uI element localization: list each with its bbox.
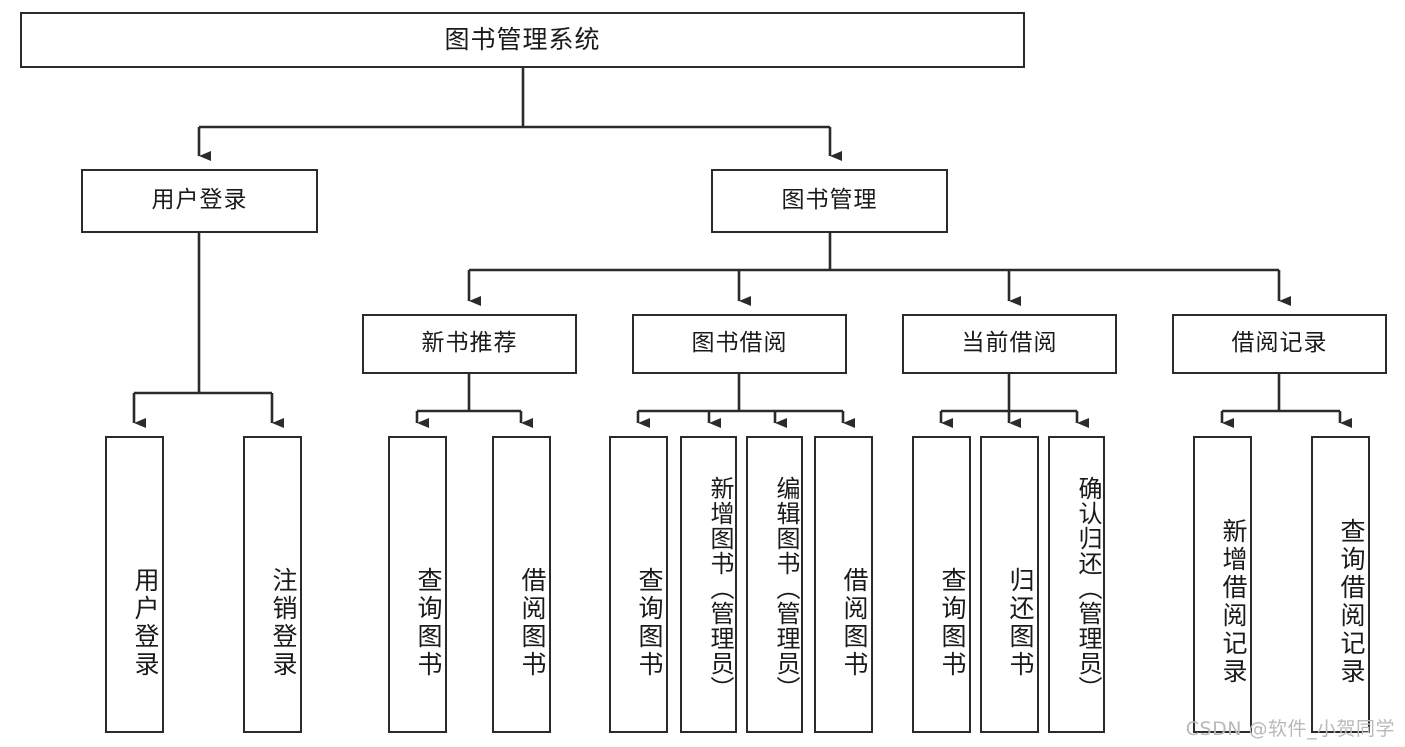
node-book-management[interactable]: 图书管理 bbox=[711, 169, 948, 233]
leaf-user-login-login[interactable]: 用户登录 bbox=[105, 436, 164, 733]
node-current-borrow[interactable]: 当前借阅 bbox=[902, 314, 1117, 374]
leaf-book-borrow-edit-book-admin[interactable]: 编辑图书（管理员） bbox=[746, 436, 803, 733]
leaf-book-borrow-query-book[interactable]: 查询图书 bbox=[609, 436, 668, 733]
watermark-text: CSDN @软件_小贺同学 bbox=[1185, 718, 1395, 740]
node-root-book-management-system[interactable]: 图书管理系统 bbox=[20, 12, 1025, 68]
leaf-current-borrow-confirm-return-admin[interactable]: 确认归还（管理员） bbox=[1048, 436, 1105, 733]
leaf-new-book-query-book[interactable]: 查询图书 bbox=[388, 436, 447, 733]
leaf-book-borrow-borrow-book[interactable]: 借阅图书 bbox=[814, 436, 873, 733]
node-user-login[interactable]: 用户登录 bbox=[81, 169, 318, 233]
node-borrow-record[interactable]: 借阅记录 bbox=[1172, 314, 1387, 374]
leaf-borrow-record-add-record[interactable]: 新增借阅记录 bbox=[1193, 436, 1252, 733]
leaf-user-login-logout[interactable]: 注销登录 bbox=[243, 436, 302, 733]
leaf-borrow-record-query-record[interactable]: 查询借阅记录 bbox=[1311, 436, 1370, 733]
leaf-new-book-borrow-book[interactable]: 借阅图书 bbox=[492, 436, 551, 733]
leaf-book-borrow-add-book-admin[interactable]: 新增图书（管理员） bbox=[680, 436, 737, 733]
node-new-book-recommend[interactable]: 新书推荐 bbox=[362, 314, 577, 374]
node-book-borrow[interactable]: 图书借阅 bbox=[632, 314, 847, 374]
leaf-current-borrow-return-book[interactable]: 归还图书 bbox=[980, 436, 1039, 733]
leaf-current-borrow-query-book[interactable]: 查询图书 bbox=[912, 436, 971, 733]
